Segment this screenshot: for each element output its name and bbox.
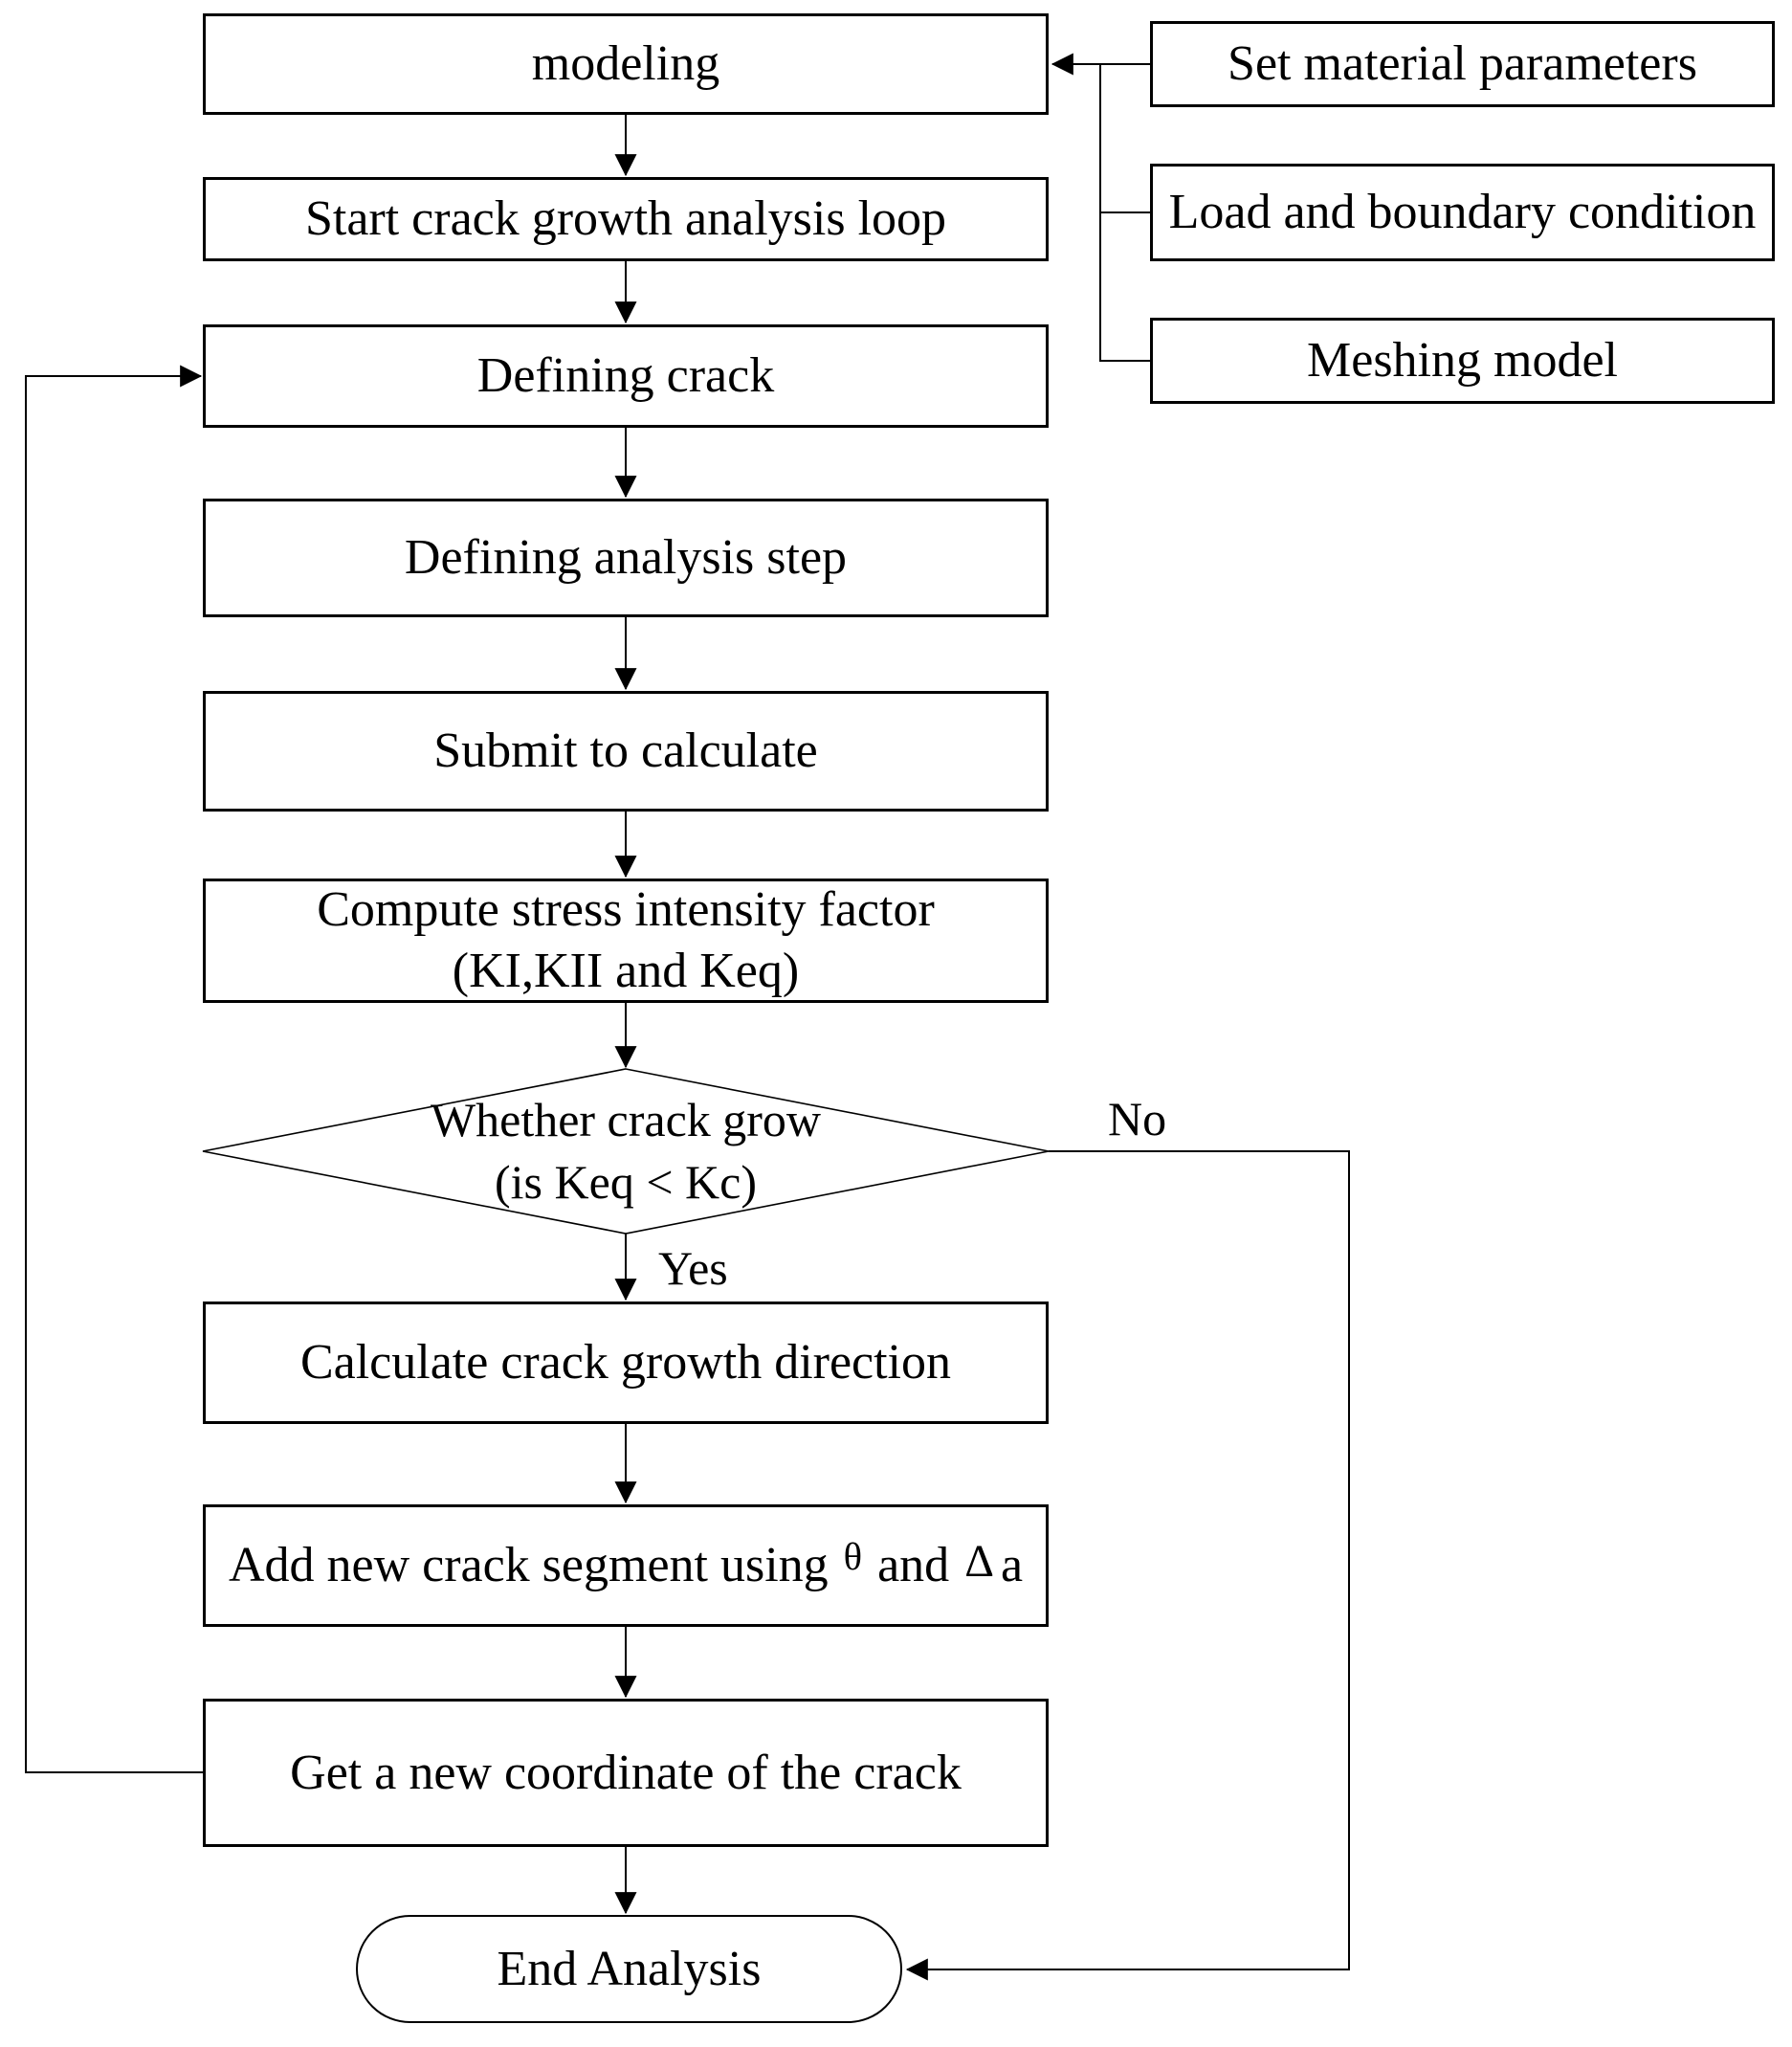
compute-line1: Compute stress intensity factor — [317, 881, 935, 937]
input-box-load-boundary: Load and boundary condition — [1150, 164, 1775, 261]
edge-label-yes: Yes — [658, 1241, 728, 1295]
load-boundary-label: Load and boundary condition — [1168, 185, 1757, 240]
process-box-compute-sif: Compute stress intensity factor (KI,KII … — [203, 879, 1049, 1003]
process-box-calc-direction: Calculate crack growth direction — [203, 1302, 1049, 1424]
decision-line2: (is Keq < Kc) — [495, 1155, 757, 1209]
add-segment-text: Add new crack segment using — [228, 1538, 829, 1593]
input-box-set-material: Set material parameters — [1150, 21, 1775, 107]
compute-line2: (KI,KII and Keq) — [452, 944, 800, 998]
input-box-meshing: Meshing model — [1150, 318, 1775, 404]
process-box-add-segment: Add new crack segment using θ and Δ a — [203, 1504, 1049, 1627]
calc-direction-label: Calculate crack growth direction — [299, 1335, 952, 1391]
meshing-label: Meshing model — [1307, 333, 1618, 389]
get-coordinate-label: Get a new coordinate of the crack — [290, 1745, 962, 1800]
end-analysis-label: End Analysis — [497, 1941, 762, 1996]
process-box-defining-step: Defining analysis step — [203, 499, 1049, 617]
modeling-label: modeling — [531, 36, 720, 92]
decision-line1: Whether crack grow — [430, 1093, 822, 1146]
defining-crack-label: Defining crack — [476, 348, 775, 404]
process-box-defining-crack: Defining crack — [203, 324, 1049, 428]
process-box-modeling: modeling — [203, 13, 1049, 115]
terminator-end-analysis: End Analysis — [356, 1915, 902, 2023]
decision-diamond-shape — [202, 1068, 1050, 1235]
delta-symbol: Δ — [964, 1536, 994, 1588]
set-material-label: Set material parameters — [1228, 36, 1697, 92]
decision-diamond: Whether crack grow (is Keq < Kc) — [203, 1069, 1049, 1234]
process-box-get-coordinate: Get a new coordinate of the crack — [203, 1699, 1049, 1847]
theta-symbol: θ — [843, 1534, 863, 1578]
submit-label: Submit to calculate — [433, 723, 818, 779]
defining-step-label: Defining analysis step — [404, 530, 848, 586]
add-segment-and: and — [877, 1538, 950, 1593]
connector-decision-no-to-end — [905, 1150, 1350, 1981]
connector-loop-back-to-defining-crack — [25, 365, 203, 1773]
start-loop-label: Start crack growth analysis loop — [304, 191, 947, 247]
process-box-submit: Submit to calculate — [203, 691, 1049, 812]
edge-label-no: No — [1108, 1092, 1167, 1146]
connector-inputs-trunk — [1099, 64, 1150, 362]
process-box-start-loop: Start crack growth analysis loop — [203, 177, 1049, 261]
add-segment-a: a — [1000, 1538, 1024, 1593]
